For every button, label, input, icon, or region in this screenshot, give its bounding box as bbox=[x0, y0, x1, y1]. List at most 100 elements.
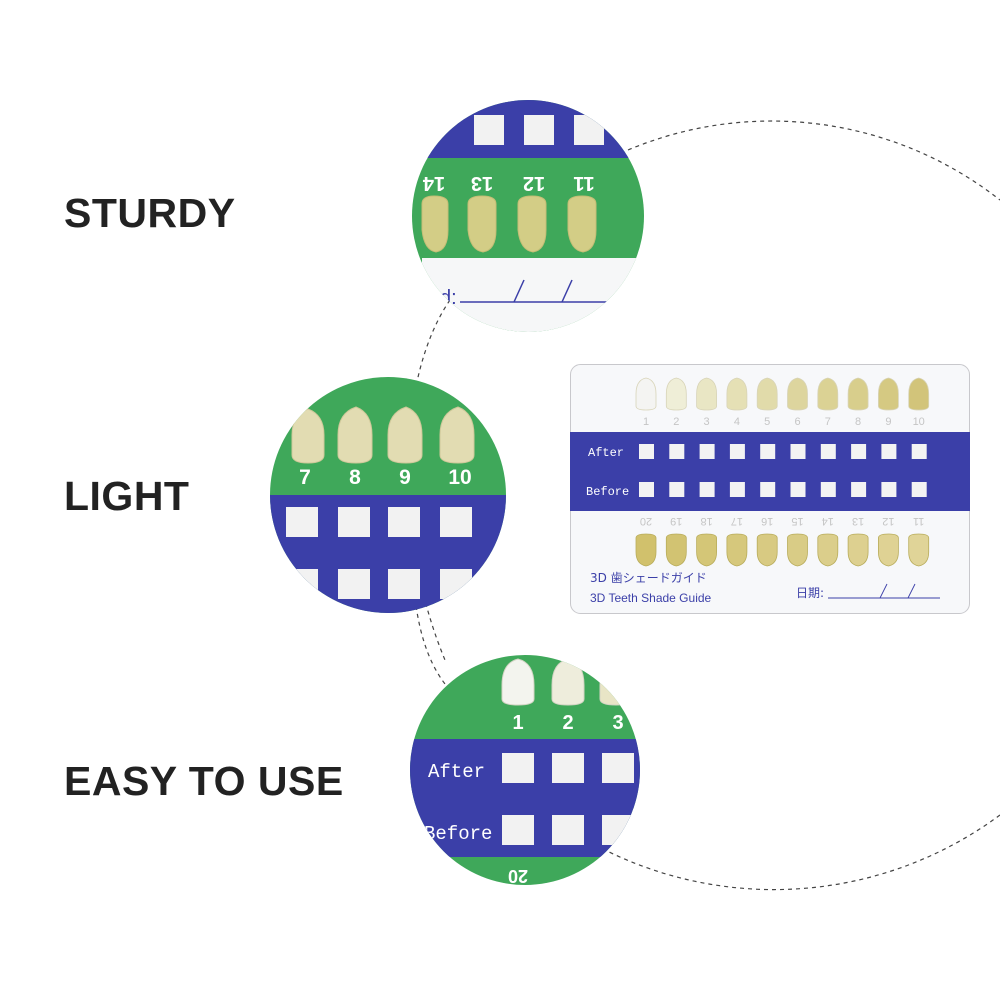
easy-zoom-circle: 1 2 3 After Before 20 bbox=[410, 655, 640, 885]
bottom-tooth-number: 14 bbox=[822, 515, 834, 527]
big-dashed-circle-arc bbox=[627, 120, 1000, 201]
easy-bottom-number: 20 bbox=[508, 866, 528, 885]
sturdy-number: 14 bbox=[422, 172, 445, 194]
after-square bbox=[699, 444, 715, 459]
bottom-tooth-number: 16 bbox=[761, 515, 773, 527]
after-square bbox=[729, 444, 745, 459]
easy-number: 1 bbox=[512, 712, 523, 734]
bottom-tooth-swatch bbox=[847, 533, 869, 567]
light-label: LIGHT bbox=[64, 473, 190, 519]
bottom-tooth-swatch bbox=[696, 533, 717, 567]
sturdy-number: 12 bbox=[523, 172, 545, 194]
top-tooth-number: 8 bbox=[855, 416, 861, 428]
after-square bbox=[820, 444, 836, 459]
top-tooth-swatch bbox=[635, 377, 657, 411]
left-dashed-arc-2 bbox=[414, 597, 451, 691]
easy-before-label: Before bbox=[424, 823, 492, 845]
bottom-tooth-swatch bbox=[756, 533, 778, 567]
top-tooth-number: 10 bbox=[913, 416, 925, 428]
before-square bbox=[881, 482, 897, 497]
light-number: 9 bbox=[399, 466, 411, 489]
light-zoom-image: 7 8 9 10 bbox=[270, 377, 506, 613]
card-after-label: After bbox=[588, 446, 624, 460]
left-dashed-arc bbox=[407, 299, 451, 661]
easy-zoom-image: 1 2 3 After Before 20 bbox=[410, 655, 640, 885]
card-title-en: 3D Teeth Shade Guide bbox=[590, 591, 712, 605]
light-number: 8 bbox=[349, 466, 361, 489]
sturdy-number: 13 bbox=[471, 172, 493, 194]
bottom-tooth-swatch bbox=[787, 533, 808, 567]
tooth-swatch bbox=[501, 658, 535, 706]
top-tooth-swatch bbox=[817, 377, 839, 411]
light-number: 10 bbox=[448, 466, 471, 489]
tooth-swatch bbox=[551, 658, 585, 706]
before-square bbox=[669, 482, 685, 497]
top-tooth-swatch bbox=[726, 377, 748, 411]
big-dashed-circle-arc-lower bbox=[604, 814, 1000, 891]
top-tooth-number: 7 bbox=[825, 416, 831, 428]
bottom-tooth-number: 20 bbox=[640, 515, 652, 527]
before-square bbox=[699, 482, 715, 497]
bottom-tooth-number: 15 bbox=[791, 515, 803, 527]
tooth-swatch bbox=[567, 195, 597, 253]
before-square bbox=[639, 482, 654, 497]
easy-number: 3 bbox=[612, 712, 623, 734]
top-tooth-number: 6 bbox=[794, 416, 800, 428]
bottom-tooth-swatch bbox=[665, 533, 687, 567]
bottom-tooth-swatch bbox=[817, 533, 839, 567]
after-square bbox=[790, 444, 806, 459]
sturdy-zoom-image: 14 13 12 11 d: bbox=[412, 100, 644, 332]
top-tooth-swatch bbox=[878, 377, 899, 411]
tooth-swatch bbox=[467, 195, 497, 253]
bottom-tooth-swatch bbox=[908, 533, 930, 567]
easy-number: 2 bbox=[562, 712, 573, 734]
after-square bbox=[669, 444, 685, 459]
bottom-tooth-number: 12 bbox=[882, 515, 894, 527]
before-square bbox=[790, 482, 806, 497]
light-zoom-circle: 7 8 9 10 bbox=[270, 377, 506, 613]
bottom-tooth-number: 19 bbox=[670, 515, 682, 527]
card-before-label: Before bbox=[586, 485, 629, 499]
bottom-tooth-number: 18 bbox=[700, 515, 712, 527]
sturdy-zoom-circle: 14 13 12 11 d: bbox=[412, 100, 644, 332]
card-date-label: 日期: bbox=[796, 586, 824, 600]
sturdy-label: STURDY bbox=[64, 190, 236, 236]
after-square bbox=[881, 444, 897, 459]
bottom-tooth-swatch bbox=[878, 533, 899, 567]
light-number: 7 bbox=[299, 466, 311, 489]
before-square bbox=[729, 482, 745, 497]
bottom-tooth-number: 17 bbox=[731, 515, 743, 527]
after-square bbox=[760, 444, 776, 459]
top-tooth-number: 1 bbox=[643, 416, 649, 428]
tooth-swatch bbox=[517, 195, 547, 253]
top-tooth-number: 4 bbox=[734, 416, 740, 428]
top-tooth-swatch bbox=[787, 377, 808, 411]
bottom-tooth-number: 11 bbox=[913, 515, 924, 527]
tooth-swatch bbox=[387, 406, 423, 464]
tooth-swatch bbox=[337, 406, 373, 464]
top-tooth-swatch bbox=[696, 377, 717, 411]
bottom-tooth-swatch bbox=[635, 533, 657, 567]
top-tooth-swatch bbox=[847, 377, 869, 411]
card-title-jp: 3D 歯シェードガイド bbox=[590, 571, 707, 585]
bottom-tooth-swatch bbox=[726, 533, 748, 567]
after-square bbox=[639, 444, 654, 459]
before-square bbox=[851, 482, 867, 497]
top-tooth-swatch bbox=[908, 377, 930, 411]
top-tooth-swatch bbox=[756, 377, 778, 411]
tooth-swatch bbox=[439, 406, 475, 464]
top-tooth-swatch bbox=[665, 377, 687, 411]
tooth-swatch bbox=[421, 195, 449, 253]
before-square bbox=[760, 482, 776, 497]
sturdy-number: 11 bbox=[573, 172, 594, 194]
after-square bbox=[911, 444, 927, 459]
after-square bbox=[851, 444, 867, 459]
top-tooth-number: 2 bbox=[673, 416, 679, 428]
before-square bbox=[911, 482, 927, 497]
easy-to-use-label: EASY TO USE bbox=[64, 758, 344, 804]
bottom-tooth-number: 13 bbox=[852, 515, 864, 527]
top-tooth-number: 5 bbox=[764, 416, 770, 428]
top-tooth-number: 9 bbox=[885, 416, 891, 428]
